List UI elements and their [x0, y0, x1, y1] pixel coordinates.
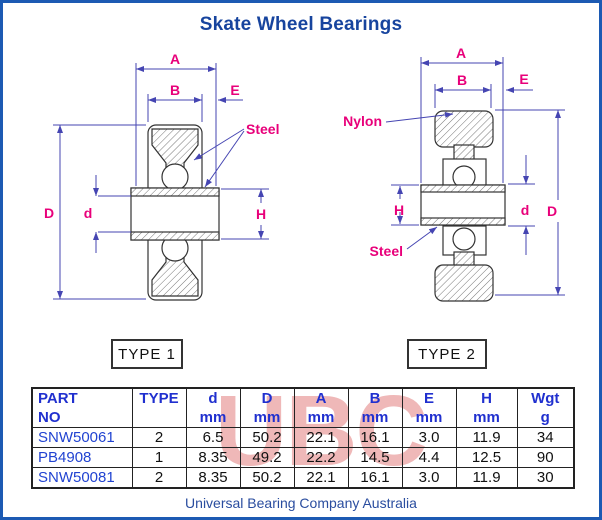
type2-label-A: A	[456, 45, 466, 61]
type2-cross-section-diagram: A B E D d H Nylon Steel	[343, 45, 565, 302]
col-header-part: PART NO	[31, 387, 133, 428]
part-number: PB4908	[31, 447, 133, 468]
type1-hub	[130, 187, 220, 241]
type1-label-H: H	[256, 206, 266, 222]
type2-wheel-drawing	[420, 110, 506, 302]
col-header-E: E mm	[401, 387, 457, 428]
type1-wheel-drawing	[130, 124, 220, 301]
header-row: PART NO TYPE d mm D mm	[31, 387, 575, 428]
type2-steel-leader	[406, 226, 438, 250]
type2-dimension-labels: A B E D d H Nylon Steel	[343, 45, 557, 259]
type2-label-D: D	[547, 203, 557, 219]
type1-upper-ball	[161, 163, 189, 191]
type1-label-E: E	[230, 82, 239, 98]
col-header-A: A mm	[293, 387, 349, 428]
type1-label-D: D	[44, 205, 54, 221]
type2-label-nylon: Nylon	[343, 113, 382, 129]
col-header-wgt: Wgt g	[516, 387, 575, 428]
type1-label-A: A	[170, 51, 180, 67]
table-row: SNW50061 2 6.5 50.2 22.1 16.1 3.0 11.9 3…	[31, 427, 575, 448]
type2-caption-box: TYPE 2	[407, 339, 487, 369]
type1-caption-box: TYPE 1	[111, 339, 183, 369]
col-header-H: H mm	[455, 387, 518, 428]
type2-label-H: H	[394, 202, 404, 218]
type1-caption: TYPE 1	[118, 345, 176, 363]
spec-table-wrap: PART NO TYPE d mm D mm	[31, 387, 575, 489]
type2-label-B: B	[457, 72, 467, 88]
type1-dimension-labels: A B E D d H Steel	[44, 51, 280, 222]
type1-label-d: d	[84, 205, 93, 221]
type1-label-steel: Steel	[246, 121, 279, 137]
col-header-D: D mm	[239, 387, 295, 428]
col-header-type: TYPE	[131, 387, 187, 428]
type2-lower-ball	[452, 227, 476, 251]
col-header-d: d mm	[185, 387, 241, 428]
page-title: Skate Wheel Bearings	[199, 14, 403, 35]
table-row: PB4908 1 8.35 49.2 22.2 14.5 4.4 12.5 90	[31, 447, 575, 468]
spec-table: PART NO TYPE d mm D mm	[31, 387, 575, 489]
type1-steel-leader-2	[204, 130, 245, 188]
type2-label-E: E	[519, 71, 528, 87]
type2-dimension-lines	[385, 57, 565, 296]
company-footer: Universal Bearing Company Australia	[185, 495, 417, 511]
type1-dimension-lines	[53, 63, 269, 300]
type1-steel-leader-1	[193, 128, 245, 161]
table-row: SNW50081 2 8.35 50.2 22.1 16.1 3.0 11.9 …	[31, 467, 575, 489]
type2-nylon-leader	[385, 111, 454, 123]
col-header-B: B mm	[347, 387, 403, 428]
type1-cross-section-diagram: A B E D d H Steel	[44, 51, 280, 301]
type2-label-d: d	[521, 202, 530, 218]
part-number: SNW50081	[31, 467, 133, 489]
part-number: SNW50061	[31, 427, 133, 448]
type1-label-B: B	[170, 82, 180, 98]
type2-label-steel: Steel	[370, 243, 403, 259]
type2-caption: TYPE 2	[418, 345, 476, 363]
